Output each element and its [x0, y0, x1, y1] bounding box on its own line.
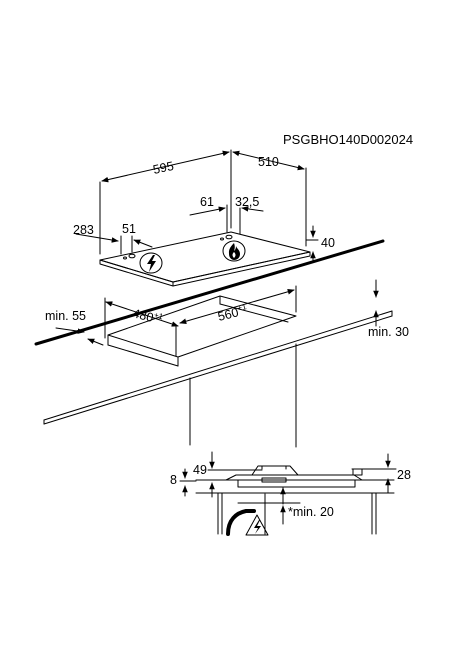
knob	[128, 253, 136, 259]
side-section	[195, 465, 395, 536]
dim-283: 283	[73, 223, 94, 237]
dim-560: 560+1	[216, 302, 249, 324]
dimension-lines-top	[75, 149, 319, 263]
dim-595: 595	[152, 159, 175, 177]
dim-32-5: 32,5	[235, 195, 259, 209]
dim-51: 51	[122, 222, 136, 236]
dim-min-20: *min. 20	[288, 505, 334, 519]
dim-min-30: min. 30	[368, 325, 409, 339]
knob	[225, 234, 233, 240]
dim-510: 510	[258, 155, 279, 169]
electric-warning-icon	[139, 252, 163, 274]
dim-49: 49	[193, 463, 207, 477]
dimension-lines-cutout	[55, 279, 379, 357]
knob	[220, 237, 224, 241]
dim-8: 8	[170, 473, 177, 487]
hob	[99, 231, 311, 287]
dimension-lines-side	[179, 451, 397, 525]
dim-28: 28	[397, 468, 411, 482]
drawing-code: PSGBHO140D002024	[283, 132, 413, 147]
dim-480: 480+1	[131, 305, 164, 327]
electric-warning-icon	[245, 514, 269, 536]
gas-flame-icon	[222, 240, 246, 262]
dim-61: 61	[200, 195, 214, 209]
dim-min-55: min. 55	[45, 309, 86, 323]
dim-40: 40	[321, 236, 335, 250]
knob	[123, 256, 127, 260]
